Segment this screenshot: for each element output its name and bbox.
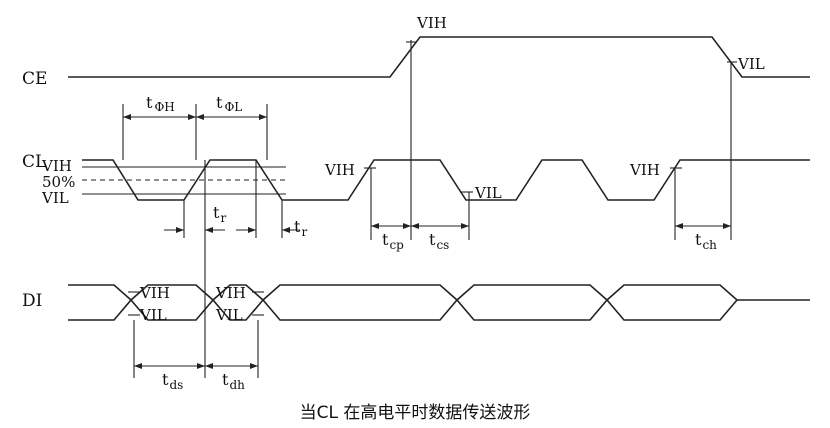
- label-t-r-2: tr: [294, 217, 307, 239]
- cl-vil-label: VIL: [474, 184, 502, 202]
- dim-t-ch: [675, 223, 731, 229]
- di-vih-label-2: VIH: [215, 284, 246, 302]
- dim-t-ds: [134, 363, 205, 369]
- di-signal-label: DI: [22, 291, 42, 311]
- dim-t-r-1: [164, 227, 225, 233]
- ce-vih-label: VIH: [416, 14, 447, 32]
- ce-vil-label: VIL: [737, 55, 765, 73]
- label-t-cs: tcs: [429, 230, 449, 252]
- cl-signal-label: CL: [22, 152, 46, 172]
- label-t-ch: tch: [695, 230, 717, 252]
- dim-t-dh: [205, 363, 258, 369]
- di-waveform: [68, 284, 810, 321]
- di-vih-label-1: VIH: [139, 284, 170, 302]
- cl-vih-ref-label: VIH: [41, 157, 72, 175]
- label-t-ds: tds: [162, 370, 183, 392]
- label-t-dh: tdh: [222, 370, 245, 392]
- di-vil-label-2: VIL: [215, 306, 243, 324]
- cl-vih-label-2: VIH: [629, 161, 660, 179]
- label-t-r-1: tr: [213, 203, 226, 225]
- ce-waveform: [68, 36, 810, 78]
- figure-caption: 当CL 在高电平时数据传送波形: [299, 403, 531, 423]
- di-vil-label-1: VIL: [139, 306, 167, 324]
- dim-t-cp: [371, 223, 411, 229]
- reference-lines: [122, 40, 732, 378]
- ce-signal-label: CE: [22, 69, 47, 89]
- cl-vih-label-1: VIH: [324, 161, 355, 179]
- dim-t-phi-l: [196, 114, 267, 120]
- dim-t-phi-h: [123, 114, 196, 120]
- dim-t-cs: [411, 223, 469, 229]
- cl-50-ref-label: 50%: [42, 173, 75, 191]
- cl-waveform: [82, 159, 810, 201]
- dim-t-r-2: [236, 227, 300, 233]
- label-t-cp: tcp: [382, 230, 404, 252]
- cl-vil-ref-label: VIL: [41, 189, 69, 207]
